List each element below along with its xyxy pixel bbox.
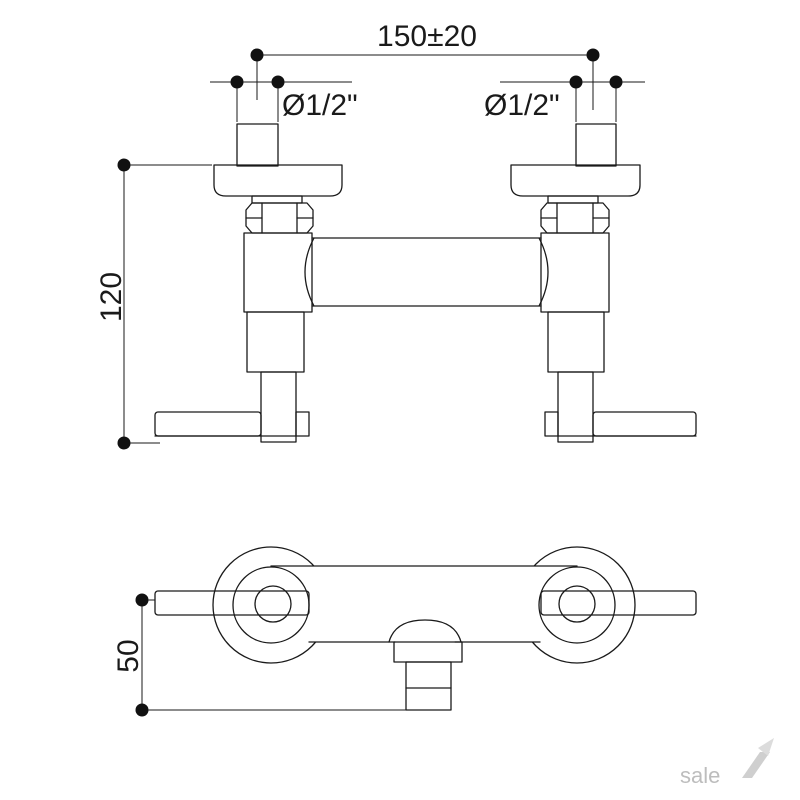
neck-right (547, 195, 599, 204)
right-valve (510, 123, 697, 443)
top-view: 50 (112, 546, 697, 717)
logo-text: sale (680, 763, 720, 788)
dimension-dot (569, 75, 583, 89)
inlet-stub-left (236, 123, 279, 167)
logo-mark-icon (758, 738, 774, 756)
wall-flange-left (213, 164, 343, 197)
outlet-stub (405, 661, 452, 711)
dimension-dot (586, 48, 600, 62)
outlet-dome (388, 619, 462, 643)
connecting-tube (304, 237, 549, 307)
logo-mark-icon (742, 752, 770, 778)
dimension-dot (271, 75, 285, 89)
depth-label: 50 (112, 639, 145, 672)
height-label: 120 (95, 272, 128, 322)
dimension-connection-left: Ø1/2" (210, 75, 358, 122)
dimension-dot (135, 593, 149, 607)
dimension-dot (135, 703, 149, 717)
dimension-depth: 50 (112, 593, 406, 717)
dimension-center-distance: 150±20 (250, 20, 600, 110)
spindle-right (557, 371, 594, 443)
valve-body-left (243, 232, 313, 313)
spindle-cap-right (558, 585, 596, 623)
inlet-stub-right (575, 123, 617, 167)
valve-body-right (540, 232, 610, 313)
spindle-left (260, 371, 297, 443)
knob-left (295, 411, 310, 437)
neck-left (251, 195, 303, 204)
dimension-dot (117, 436, 131, 450)
dimension-dot (250, 48, 264, 62)
spindle-cap-left (254, 585, 292, 623)
inner-ring-right (538, 566, 616, 644)
dimension-dot (230, 75, 244, 89)
valve-lower-left (246, 311, 305, 373)
hex-nut-left (245, 202, 314, 234)
lever-top-right (540, 590, 697, 616)
knob-right (544, 411, 559, 437)
dimension-dot (117, 158, 131, 172)
lever-handle-left (154, 411, 262, 437)
dimension-height: 120 (95, 158, 212, 450)
dimension-dot (609, 75, 623, 89)
connection-right-label: Ø1/2" (484, 89, 560, 122)
front-view: 150±20 Ø1/2" Ø1/2" 120 (95, 20, 697, 450)
connection-left-label: Ø1/2" (282, 89, 358, 122)
outlet-collar (393, 641, 463, 663)
left-valve (154, 123, 343, 443)
brand-logo: sale (680, 738, 774, 788)
valve-lower-right (547, 311, 605, 373)
dimension-connection-right: Ø1/2" (484, 75, 645, 122)
center-distance-label: 150±20 (377, 20, 477, 53)
hex-nut-right (540, 202, 610, 234)
lever-top-left (154, 590, 310, 616)
wall-flange-right (510, 164, 641, 197)
lever-handle-right (592, 411, 697, 437)
